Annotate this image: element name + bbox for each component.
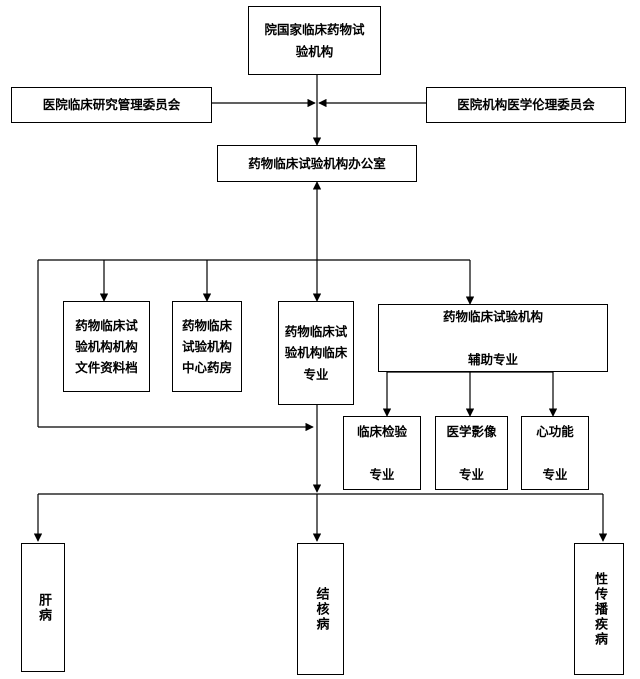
- node-top: 院国家临床药物试 验机构: [248, 6, 381, 75]
- node-clinical-specialty: 药物临床试 验机构临床 专业: [278, 301, 354, 405]
- node-imaging: 医学影像 专业: [435, 416, 508, 490]
- node-aux-specialty: 药物临床试验机构 辅助专业: [378, 304, 608, 372]
- node-liver: 肝病: [21, 543, 65, 672]
- node-lab: 临床检验 专业: [343, 416, 421, 490]
- node-archive: 药物临床试 验机构机构 文件资料档: [63, 301, 150, 392]
- node-office: 药物临床试验机构办公室: [217, 145, 417, 182]
- node-ethics-committee: 医院机构医学伦理委员会: [426, 87, 626, 123]
- node-research-committee: 医院临床研究管理委员会: [11, 87, 212, 123]
- node-tb: 结核病: [297, 543, 344, 675]
- node-cardiac: 心功能 专业: [521, 416, 589, 490]
- node-infectious: 性传播疾病: [574, 543, 624, 675]
- node-pharmacy: 药物临床 试验机构 中心药房: [172, 301, 242, 392]
